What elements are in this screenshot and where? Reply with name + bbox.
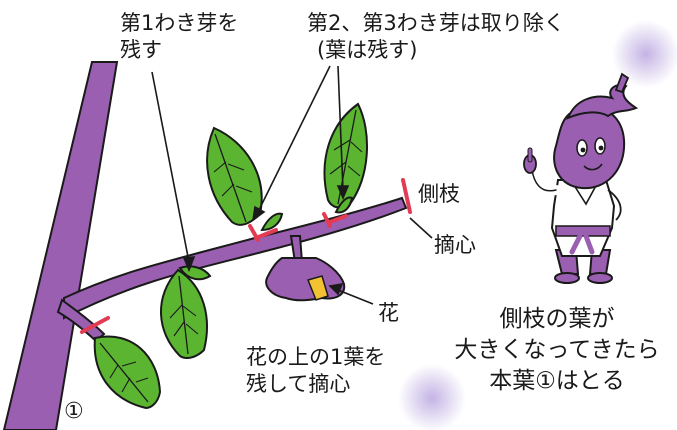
main-stem [2, 61, 119, 430]
glow-decoration [398, 364, 466, 430]
label-keep-first-bud: 第1わき芽を 残す [120, 10, 238, 64]
label-keep-first-bud-line2: 残す [120, 38, 162, 62]
cut-mark [80, 178, 412, 334]
second-bud-stub [260, 212, 284, 232]
leaf [206, 126, 263, 226]
eggplant-character-icon [523, 72, 639, 284]
label-pinch: 摘心 [434, 233, 476, 257]
flower-stamen [306, 275, 329, 301]
label-side-branch-leaf-note-line1: 側枝の葉が [499, 306, 615, 332]
third-bud-stub [334, 196, 354, 214]
label-keep-leaf-above-flower-line1: 花の上の1葉を [246, 345, 386, 369]
label-remove-buds-line1: 第2、第3わき芽は取り除く [307, 11, 565, 35]
leaf [323, 102, 368, 209]
label-side-branch-leaf-note-line2: 大きくなってきたら [454, 337, 660, 363]
label-side-branch-leaf-note: 側枝の葉が 大きくなってきたら 本葉①はとる [444, 304, 670, 397]
label-remove-buds-line2: (葉は残す) [317, 38, 418, 62]
leaf [93, 335, 162, 410]
label-keep-leaf-above-flower: 花の上の1葉を 残して摘心 [246, 344, 385, 398]
pointer-arrows [151, 65, 433, 305]
label-flower: 花 [378, 301, 399, 325]
leaf [160, 268, 208, 359]
label-side-branch-leaf-note-line3: 本葉①はとる [489, 368, 625, 394]
label-keep-leaf-above-flower-line2: 残して摘心 [246, 372, 351, 396]
glow-decoration [612, 20, 677, 88]
eggplant-flower [265, 257, 346, 302]
label-remove-buds: 第2、第3わき芽は取り除く (葉は残す) [307, 10, 565, 64]
label-true-leaf-number: ① [64, 399, 84, 424]
label-keep-first-bud-line1: 第1わき芽を [120, 11, 239, 35]
label-side-branch: 側枝 [418, 182, 460, 206]
